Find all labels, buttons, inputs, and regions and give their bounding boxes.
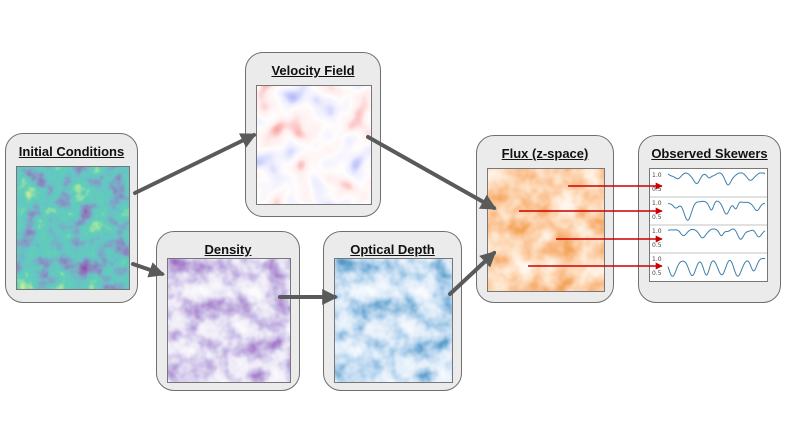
skewer-tick-label: 1.0 bbox=[652, 200, 662, 207]
density-box: Density bbox=[156, 231, 300, 391]
skewers-svg: 1.0 0.5 1.0 0.5 1.0 0.5 1.0 0.5 bbox=[650, 172, 767, 277]
flux-title: Flux (z-space) bbox=[501, 146, 589, 161]
observed-skewers-box: Observed Skewers 1.0 0.5 1.0 0.5 1.0 0.5 1.0 0.… bbox=[638, 135, 781, 303]
optical-depth-title: Optical Depth bbox=[350, 242, 435, 257]
skewer-tick-label: 0.5 bbox=[652, 270, 662, 277]
skewer-spectrum-line bbox=[667, 257, 766, 277]
skewer-panel: 1.0 0.5 bbox=[650, 224, 767, 249]
optical-depth-box: Optical Depth bbox=[323, 231, 462, 391]
velocity-field-title: Velocity Field bbox=[271, 63, 355, 78]
flux-map bbox=[487, 168, 605, 292]
skewer-spectrum-line bbox=[667, 228, 766, 240]
skewer-tick-label: 1.0 bbox=[652, 172, 662, 179]
arrow-initial-to-velocity bbox=[133, 133, 257, 195]
skewer-tick-label: 1.0 bbox=[652, 256, 662, 263]
velocity-field-map bbox=[256, 85, 372, 205]
skewer-tick-label: 0.5 bbox=[652, 242, 662, 249]
skewer-tick-label: 1.0 bbox=[652, 228, 662, 235]
skewer-panel: 1.0 0.5 bbox=[650, 196, 767, 221]
skewer-tick-label: 0.5 bbox=[652, 186, 662, 193]
velocity-field-box: Velocity Field bbox=[245, 52, 381, 217]
initial-conditions-map bbox=[16, 166, 130, 290]
density-map bbox=[167, 258, 291, 383]
skewer-spectrum-line bbox=[667, 172, 766, 186]
initial-conditions-box: Initial Conditions bbox=[5, 133, 138, 303]
skewer-panel: 1.0 0.5 bbox=[652, 172, 766, 193]
optical-depth-map bbox=[334, 258, 453, 383]
observed-skewers-title: Observed Skewers bbox=[651, 146, 768, 161]
skewer-panel: 1.0 0.5 bbox=[650, 252, 767, 277]
skewers-plot: 1.0 0.5 1.0 0.5 1.0 0.5 1.0 0.5 bbox=[649, 168, 768, 282]
initial-conditions-title: Initial Conditions bbox=[18, 144, 125, 159]
flux-box: Flux (z-space) bbox=[476, 135, 614, 303]
skewer-tick-label: 0.5 bbox=[652, 214, 662, 221]
density-title: Density bbox=[204, 242, 252, 257]
skewer-spectrum-line bbox=[667, 200, 766, 221]
